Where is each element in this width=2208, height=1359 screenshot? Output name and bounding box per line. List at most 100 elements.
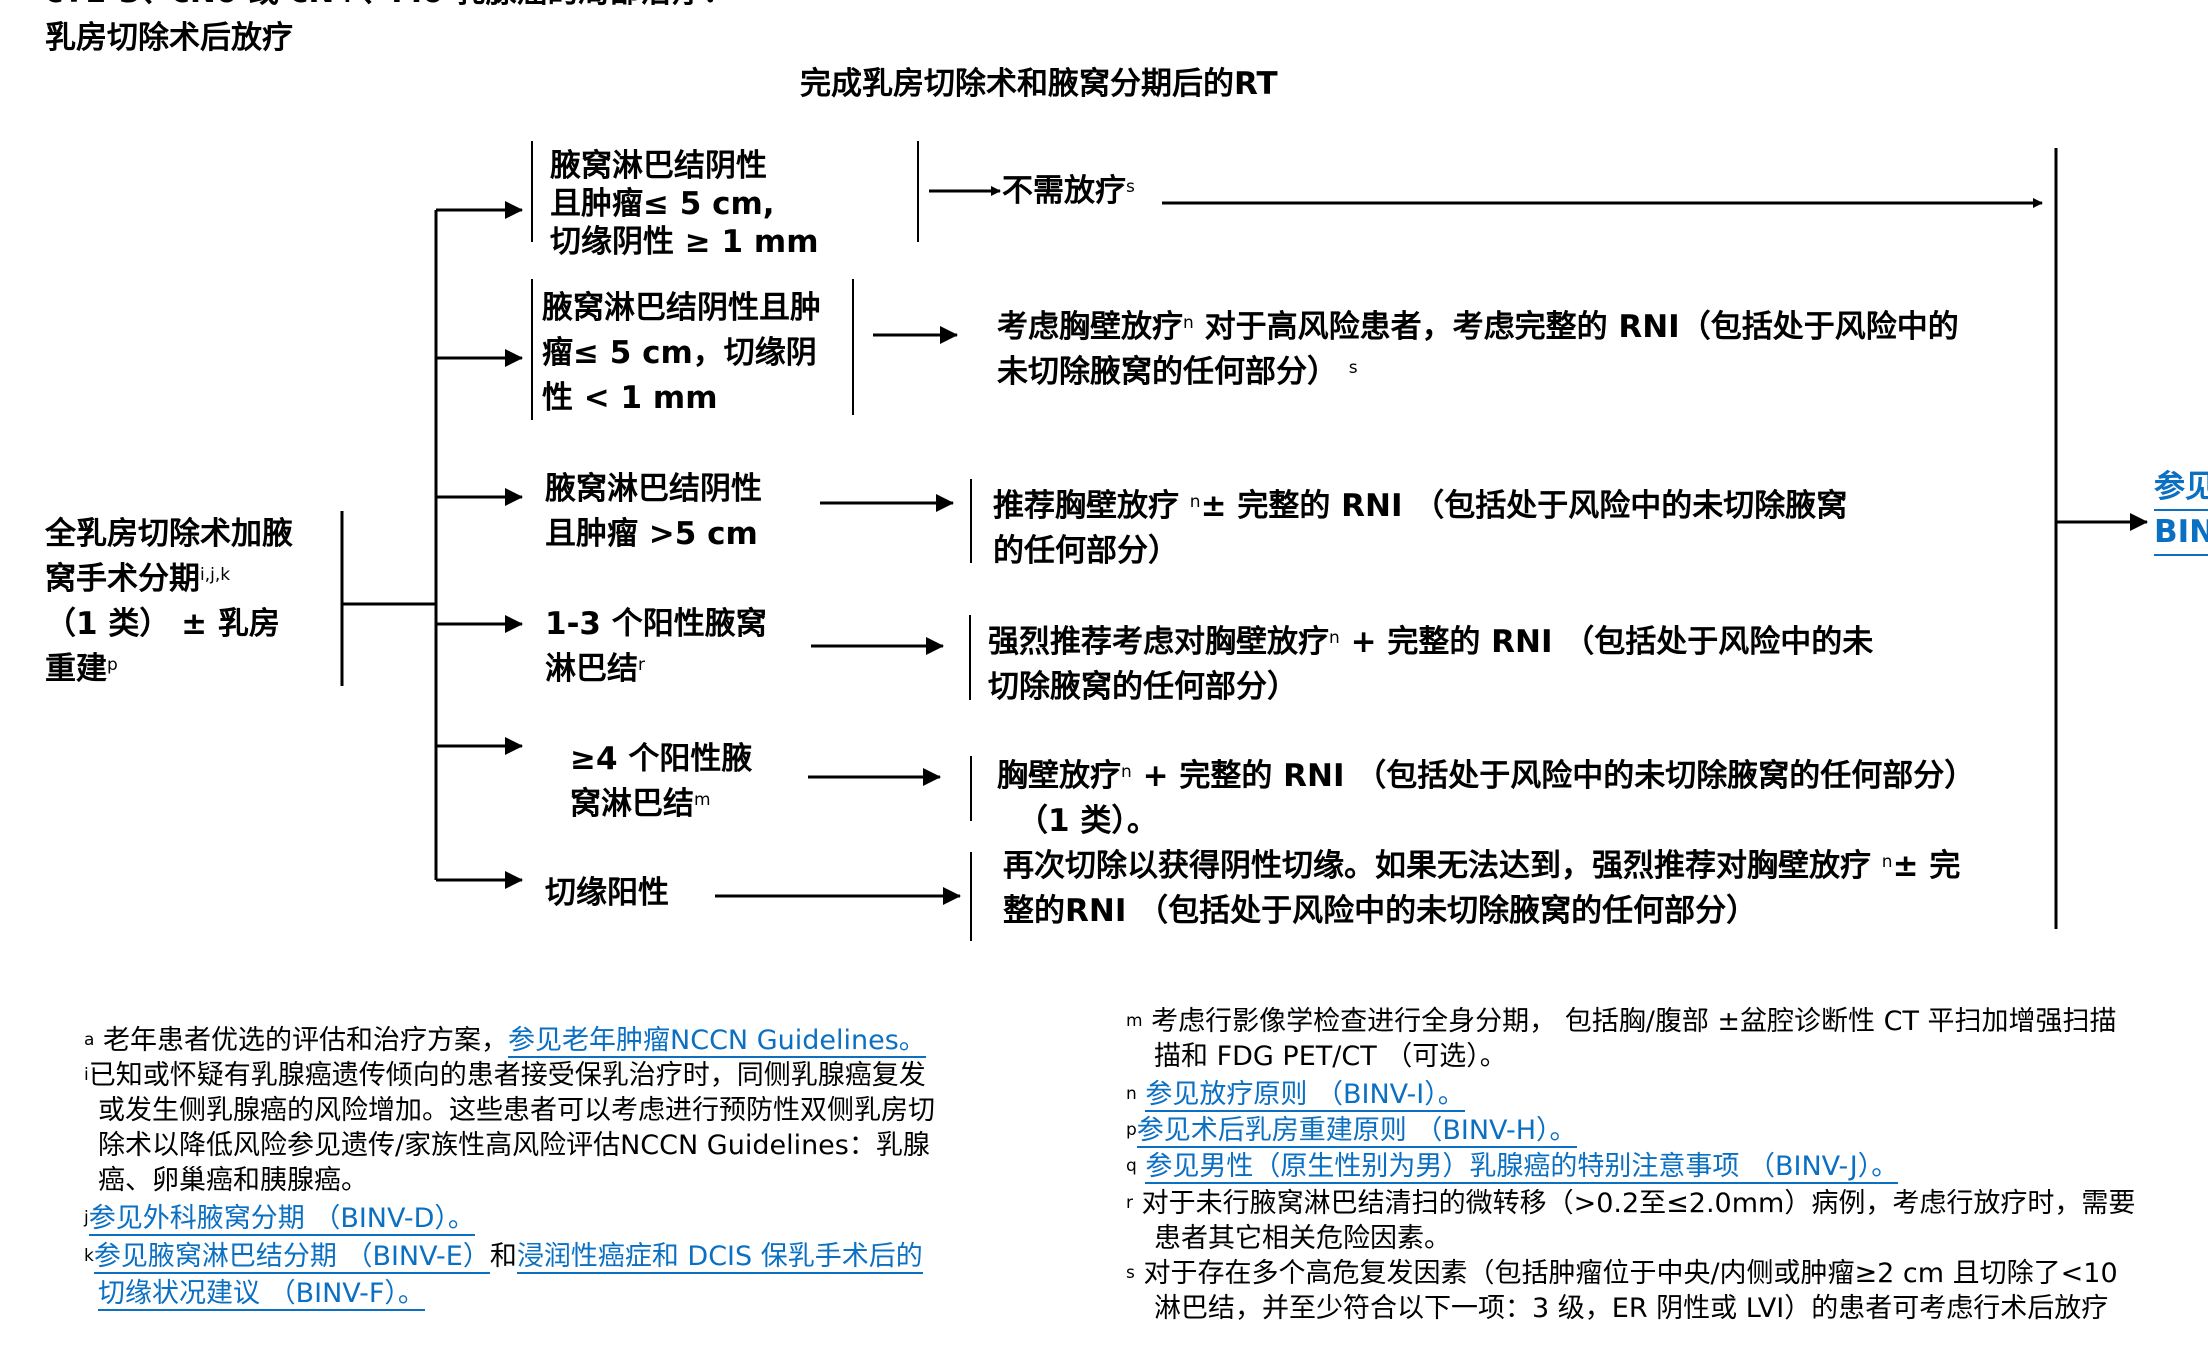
footnote-j: j参见外科腋窝分期 （BINV-D）。 [84, 1201, 475, 1236]
footnote-ref: n [1881, 852, 1893, 872]
treatment-line: 推荐胸壁放疗 n± 完整的 RNI （包括处于风险中的未切除腋窝 [993, 484, 1847, 529]
footnote-p: p参见术后乳房重建原则 （BINV-H）。 [1126, 1113, 1577, 1148]
footnote-text: 老年患者优选的评估和治疗方案， [103, 1025, 509, 1056]
footnote-r: r 对于未行腋窝淋巴结清扫的微转移（>0.2至≤2.0mm）病例，考虑行放疗时，… [1126, 1186, 2135, 1256]
footnote-ref: n [1183, 313, 1194, 333]
condition-line: 1-3 个阳性腋窝 [545, 606, 767, 642]
footnote-m: m 考虑行影像学检查进行全身分期， 包括胸/腹部 ±盆腔诊断性 CT 平扫加增强… [1126, 1004, 2117, 1074]
footnote-n: n 参见放疗原则 （BINV-I）。 [1126, 1077, 1465, 1112]
footnote-ref: s [1348, 358, 1358, 378]
footnote-text: 对于存在多个高危复发因素（包括肿瘤位于中央/内侧或肿瘤≥2 cm 且切除了<10 [1143, 1258, 2118, 1289]
root-line: 全乳房切除术加腋 [45, 516, 293, 552]
footnote-ref: s [1126, 177, 1135, 197]
treatment-line: （1 类）。 [1017, 803, 1158, 839]
treatment-text: 再次切除以获得阴性切缘。如果无法达到，强烈推荐对胸壁放疗 [1003, 848, 1882, 884]
condition-line: ≥4 个阳性腋 [570, 741, 753, 777]
footnote-text: 描和 FDG PET/CT （可选）。 [1154, 1041, 1507, 1072]
footnote-text: 已知或怀疑有乳腺癌遗传倾向的患者接受保乳治疗时，同侧乳腺癌复发 [88, 1060, 926, 1091]
footnote-link[interactable]: 浸润性癌症和 DCIS 保乳手术后的 [516, 1241, 923, 1274]
footnote-text: 和 [489, 1241, 517, 1272]
treatment-text: 考虑胸壁放疗 [997, 309, 1183, 345]
section-title: 乳房切除术后放疗 [45, 20, 293, 56]
footnote-link[interactable]: 参见放疗原则 （BINV-I）。 [1145, 1079, 1465, 1112]
link-line[interactable]: 参见 [2154, 466, 2208, 511]
condition-3: 腋窝淋巴结阴性 且肿瘤 >5 cm [545, 467, 762, 557]
footnote-ref: r [638, 655, 645, 675]
treatment-text: ± 完整的 RNI （包括处于风险中的未切除腋窝 [1200, 488, 1848, 524]
condition-line: 淋巴结r [545, 647, 767, 692]
treatment-text: 强烈推荐考虑对胸壁放疗 [988, 624, 1329, 660]
footnote-mark: q [1126, 1156, 1137, 1176]
treatment-line: 未切除腋窝的任何部分） s [997, 350, 1959, 395]
treatment-6: 再次切除以获得阴性切缘。如果无法达到，强烈推荐对胸壁放疗 n± 完 整的RNI … [1003, 844, 1960, 934]
condition-line: 腋窝淋巴结阴性 [545, 471, 762, 507]
footnote-mark: s [1126, 1263, 1135, 1283]
condition-text: 淋巴结 [545, 651, 638, 687]
condition-line: 腋窝淋巴结阴性 [550, 148, 767, 184]
footnote-text: 癌、卵巢癌和胰腺癌。 [98, 1165, 368, 1196]
footnote-link[interactable]: 切缘状况建议 （BINV-F）。 [98, 1278, 425, 1311]
condition-line: 切缘阴性 ≥ 1 mm [550, 224, 819, 260]
footnote-mark: m [1126, 1011, 1143, 1031]
treatment-line: 考虑胸壁放疗n 对于高风险患者，考虑完整的 RNI（包括处于风险中的 [997, 305, 1959, 350]
treatment-text: ± 完 [1892, 848, 1961, 884]
condition-line: 且肿瘤 >5 cm [545, 516, 758, 552]
footnote-mark: i [84, 1065, 89, 1085]
footnote-link[interactable]: 参见外科腋窝分期 （BINV-D）。 [88, 1203, 475, 1236]
treatment-line: 整的RNI （包括处于风险中的未切除腋窝的任何部分） [1003, 893, 1758, 929]
root-line: （1 类） ± 乳房 [45, 606, 280, 642]
treatment-5: 胸壁放疗n + 完整的 RNI （包括处于风险中的未切除腋窝的任何部分） （1 … [997, 754, 1975, 844]
footnote-mark: n [1126, 1084, 1137, 1104]
footnote-link[interactable]: 参见老年肿瘤NCCN Guidelines。 [508, 1025, 926, 1058]
treatment-line: 胸壁放疗n + 完整的 RNI （包括处于风险中的未切除腋窝的任何部分） [997, 754, 1975, 799]
treatment-text: 未切除腋窝的任何部分） [997, 354, 1338, 390]
footnote-ref: p [107, 655, 118, 675]
footnote-mark: j [84, 1208, 89, 1228]
treatment-3: 推荐胸壁放疗 n± 完整的 RNI （包括处于风险中的未切除腋窝 的任何部分） [993, 484, 1847, 574]
footnote-text: 患者其它相关危险因素。 [1154, 1223, 1451, 1254]
footnote-link[interactable]: 参见术后乳房重建原则 （BINV-H）。 [1136, 1115, 1577, 1148]
condition-4: 1-3 个阳性腋窝 淋巴结r [545, 602, 767, 692]
footnote-mark: a [84, 1030, 95, 1050]
footnote-i: i已知或怀疑有乳腺癌遗传倾向的患者接受保乳治疗时，同侧乳腺癌复发 或发生侧乳腺癌… [84, 1058, 935, 1198]
link-line[interactable]: BIN [2154, 511, 2208, 556]
footnote-ref: n [1189, 492, 1201, 512]
condition-6: 切缘阳性 [545, 875, 669, 911]
footnote-ref: i,j,k [200, 565, 231, 585]
partial-header: cT1-3、cN0 或 cN+、M0 乳腺癌的局部治疗： [45, 0, 734, 15]
root-line: 重建p [45, 647, 293, 692]
treatment-line: 再次切除以获得阴性切缘。如果无法达到，强烈推荐对胸壁放疗 n± 完 [1003, 844, 1960, 889]
footnote-text: 或发生侧乳腺癌的风险增加。这些患者可以考虑进行预防性双侧乳房切 [98, 1095, 935, 1126]
footnote-mark: p [1126, 1120, 1137, 1140]
condition-1: 腋窝淋巴结阴性 且肿瘤≤ 5 cm, 切缘阴性 ≥ 1 mm [550, 147, 819, 261]
treatment-line: 切除腋窝的任何部分） [988, 669, 1298, 705]
root-text: 重建 [45, 651, 107, 687]
condition-2: 腋窝淋巴结阴性且肿 瘤≤ 5 cm，切缘阴 性 < 1 mm [542, 286, 821, 421]
footnote-text: 对于未行腋窝淋巴结清扫的微转移（>0.2至≤2.0mm）病例，考虑行放疗时，需要 [1141, 1188, 2136, 1219]
chart-title: 完成乳房切除术和腋窝分期后的RT [800, 66, 1278, 102]
treatment-text: + 完整的 RNI （包括处于风险中的未 [1339, 624, 1874, 660]
treatment-1: 不需放疗s [1002, 169, 1135, 214]
condition-5: ≥4 个阳性腋 窝淋巴结m [570, 737, 752, 827]
treatment-text: 对于高风险患者，考虑完整的 RNI（包括处于风险中的 [1204, 309, 1959, 345]
footnote-link[interactable]: 参见腋窝淋巴结分期 （BINV-E） [93, 1241, 490, 1274]
footnote-text: 除术以降低风险参见遗传/家族性高风险评估NCCN Guidelines：乳腺 [98, 1130, 930, 1161]
treatment-line: 强烈推荐考虑对胸壁放疗n + 完整的 RNI （包括处于风险中的未 [988, 620, 1873, 665]
see-binv-link[interactable]: 参见 BIN [2154, 466, 2208, 556]
treatment-4: 强烈推荐考虑对胸壁放疗n + 完整的 RNI （包括处于风险中的未 切除腋窝的任… [988, 620, 1873, 710]
root-line: 窝手术分期i,j,k [45, 557, 293, 602]
treatment-text: + 完整的 RNI （包括处于风险中的未切除腋窝的任何部分） [1131, 758, 1976, 794]
root-node: 全乳房切除术加腋 窝手术分期i,j,k （1 类） ± 乳房 重建p [45, 512, 293, 692]
treatment-text: 不需放疗 [1002, 173, 1126, 209]
condition-line: 性 < 1 mm [542, 380, 718, 416]
footnote-s: s 对于存在多个高危复发因素（包括肿瘤位于中央/内侧或肿瘤≥2 cm 且切除了<… [1126, 1256, 2118, 1326]
treatment-text: 胸壁放疗 [997, 758, 1121, 794]
footnote-link[interactable]: 参见男性（原生性别为男）乳腺癌的特别注意事项 （BINV-J）。 [1145, 1151, 1899, 1184]
footnote-ref: n [1329, 628, 1340, 648]
footnote-ref: m [694, 790, 711, 810]
footnote-mark: k [84, 1246, 94, 1266]
condition-line: 且肿瘤≤ 5 cm, [550, 186, 775, 222]
condition-line: 窝淋巴结m [570, 782, 752, 827]
condition-text: 窝淋巴结 [570, 786, 694, 822]
